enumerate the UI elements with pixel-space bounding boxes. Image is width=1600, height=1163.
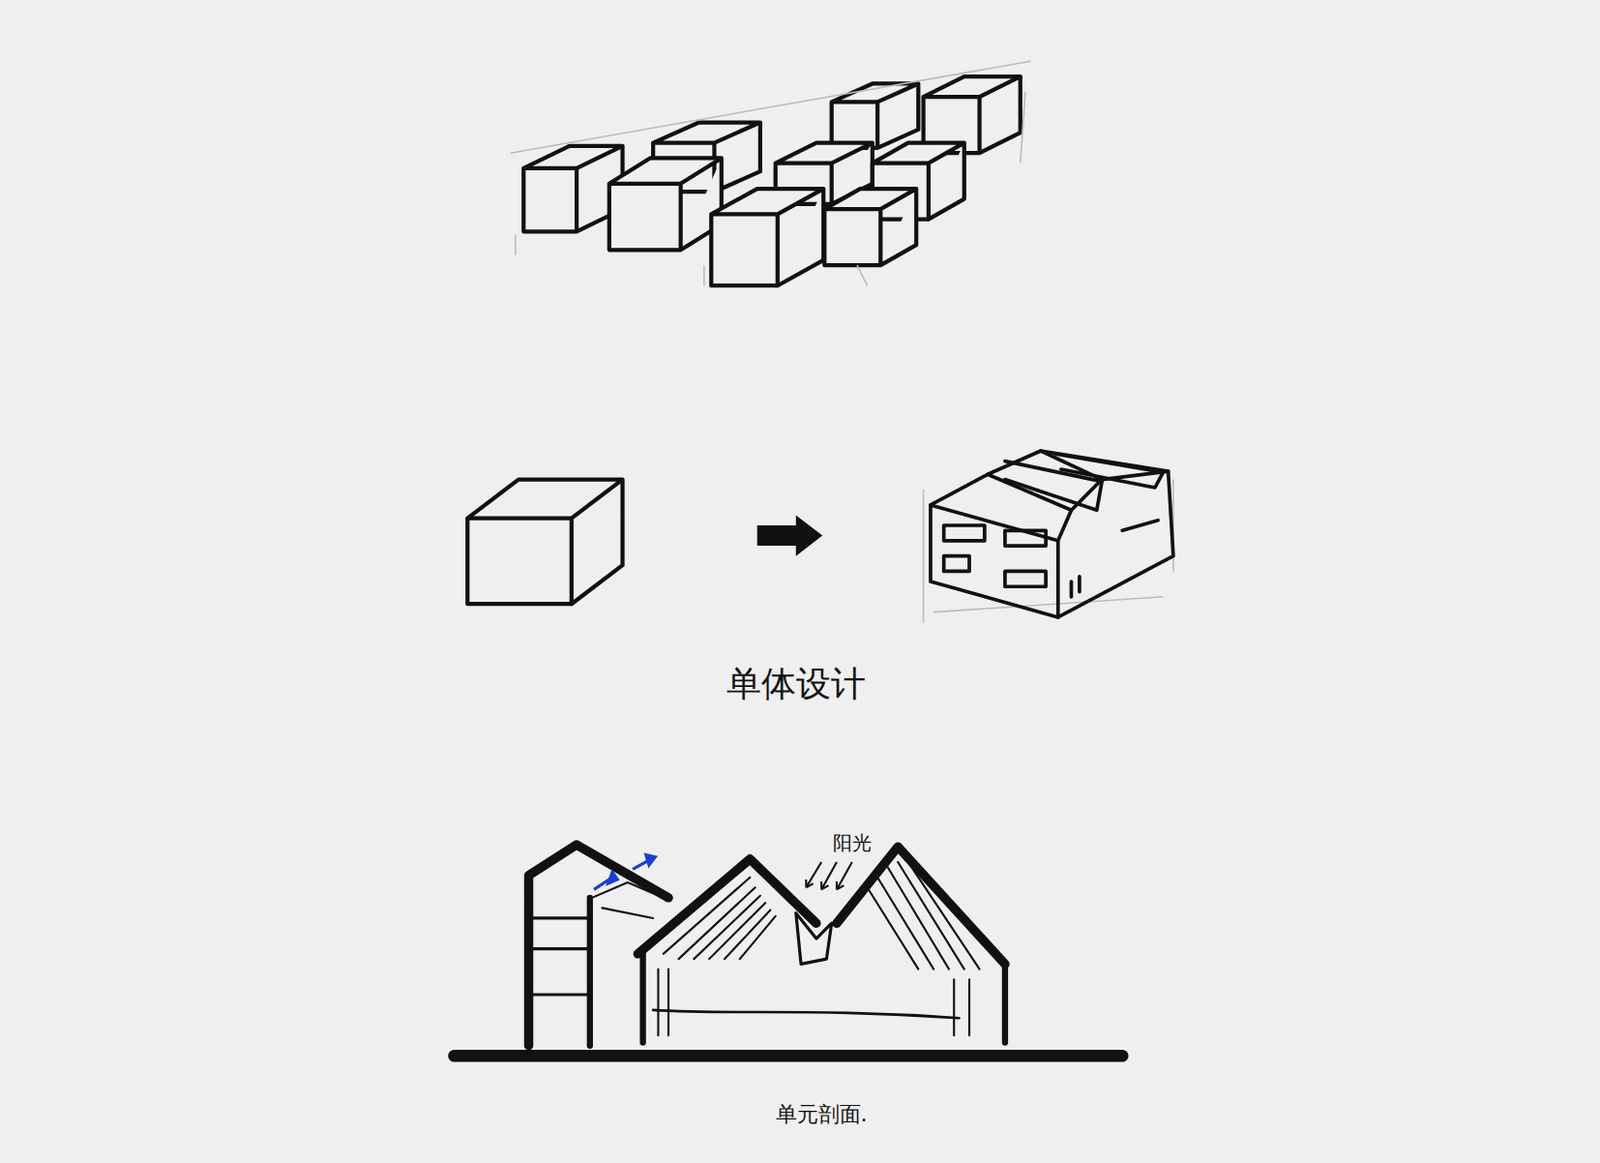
box-sketch: [824, 188, 917, 266]
box-sketch: [711, 188, 824, 286]
house-sketch: [930, 450, 1174, 618]
arrow: [757, 514, 823, 556]
section-sketch: [454, 844, 1124, 1056]
airflow-arrow: [593, 855, 655, 890]
box-sketch: [609, 157, 722, 250]
box-sketch: [467, 479, 623, 605]
sunlight-arrow: [805, 861, 852, 889]
caption-text: 单元剖面.: [775, 1099, 868, 1129]
annotation: 阳光: [832, 829, 872, 857]
section-title: 单体设计: [726, 659, 866, 708]
